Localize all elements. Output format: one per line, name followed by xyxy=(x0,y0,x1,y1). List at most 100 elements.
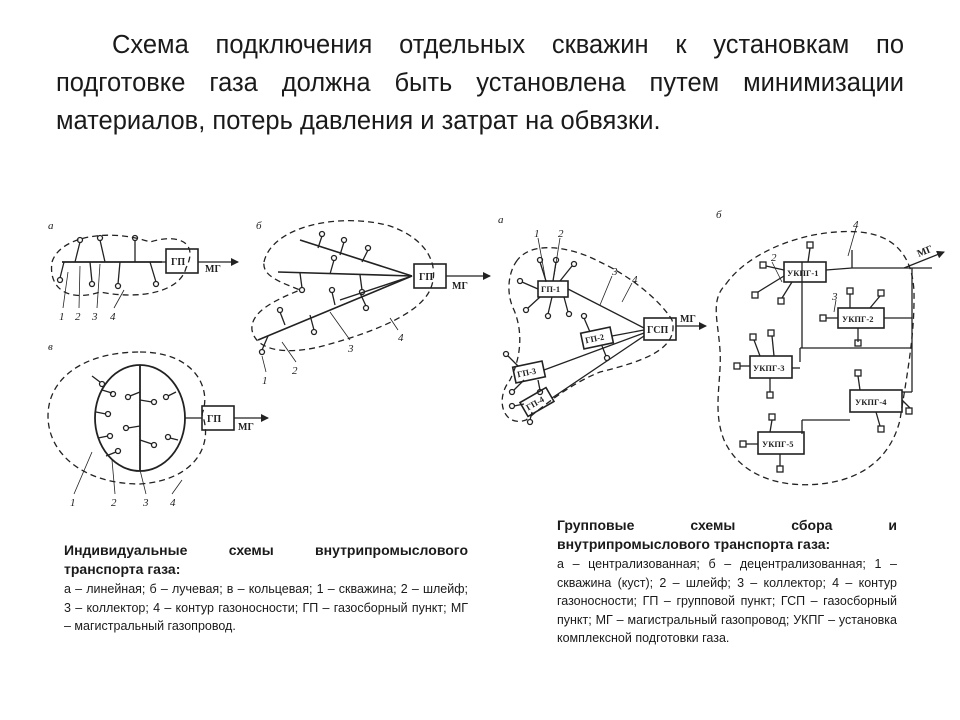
leader-line xyxy=(553,237,561,277)
ukpg3-box xyxy=(749,355,793,379)
caption-title: Групповые схемы сбора и внутрипромыслово… xyxy=(557,517,897,552)
collector xyxy=(543,332,645,371)
label-4: 4 xyxy=(853,219,859,231)
gp1-label: ГП-1 xyxy=(541,284,560,294)
gp3-label: ГП-3 xyxy=(516,366,537,380)
well xyxy=(56,276,64,284)
well xyxy=(76,236,84,244)
leader-line xyxy=(847,227,857,257)
ukpg1-box xyxy=(783,261,827,283)
label-1: 1 xyxy=(262,375,268,387)
caption-text: а – централизованная; б – децентрализова… xyxy=(557,557,897,645)
label-1: 1 xyxy=(70,497,76,509)
leader-line xyxy=(389,317,399,331)
label-4: 4 xyxy=(398,332,404,344)
label-1: 1 xyxy=(534,228,540,240)
leader-line xyxy=(833,299,837,313)
well xyxy=(96,234,104,242)
gsp-box xyxy=(643,317,677,341)
label-1: 1 xyxy=(59,311,65,323)
gas-contour xyxy=(501,247,674,423)
gp-box xyxy=(165,248,199,274)
label-3: 3 xyxy=(611,266,618,278)
label-3: 3 xyxy=(831,291,838,303)
gp-label: ГП xyxy=(419,272,433,283)
leader-line xyxy=(62,271,69,309)
panel-v-label: в xyxy=(48,341,53,353)
gp4-label: ГП-4 xyxy=(524,394,546,413)
mg-arrow xyxy=(903,250,945,269)
panel-b-decentralized xyxy=(715,227,945,486)
label-4: 4 xyxy=(170,497,176,509)
label-2: 2 xyxy=(771,252,777,264)
leader-line xyxy=(73,451,93,495)
label-4: 4 xyxy=(110,311,116,323)
ukpg2-label: УКПГ-2 xyxy=(842,314,874,324)
panel-b-label: б xyxy=(716,209,722,221)
mg-label: МГ xyxy=(680,314,696,325)
well xyxy=(131,234,139,242)
leader-line xyxy=(599,275,613,306)
panel-a-label: а xyxy=(48,220,54,232)
leader-line xyxy=(171,479,183,495)
leader-line xyxy=(261,355,267,373)
gp3-box xyxy=(511,360,547,384)
gas-contour xyxy=(251,220,435,352)
gas-contour xyxy=(50,234,191,297)
mg-label: МГ xyxy=(452,281,468,292)
collector xyxy=(611,329,645,337)
leader-line xyxy=(281,341,297,363)
label-3: 3 xyxy=(91,311,98,323)
gp4-box xyxy=(518,386,556,418)
leader-line xyxy=(537,237,547,283)
leader-line xyxy=(111,459,116,495)
collector xyxy=(339,275,413,301)
leader-line xyxy=(96,263,101,309)
gp-label: ГП xyxy=(171,257,185,268)
panel-b-radial xyxy=(251,220,491,373)
label-2: 2 xyxy=(292,365,298,377)
leader-line xyxy=(329,311,351,341)
gp-label: ГП xyxy=(207,414,221,425)
collector xyxy=(257,275,413,341)
leader-line xyxy=(771,261,783,283)
well xyxy=(88,280,96,288)
intro-paragraph: Схема подключения отдельных скважин к ус… xyxy=(56,31,904,135)
leader-line xyxy=(139,469,147,495)
caption-title: Индивидуальные схемы внутрипромыслового … xyxy=(64,542,468,577)
panel-a-linear xyxy=(50,234,239,309)
mg-label: МГ xyxy=(916,244,935,260)
label-2: 2 xyxy=(75,311,81,323)
well xyxy=(152,280,160,288)
panel-v-ring xyxy=(47,351,269,495)
leader-line xyxy=(621,282,633,303)
well xyxy=(114,282,122,290)
gas-contour xyxy=(715,230,915,486)
ukpg5-box xyxy=(757,431,805,455)
panel-b-label: б xyxy=(256,220,262,232)
collector xyxy=(567,288,645,329)
gsp-label: ГСП xyxy=(647,325,668,336)
label-2: 2 xyxy=(558,228,564,240)
mg-label: МГ xyxy=(205,264,221,275)
ukpg1-label: УКПГ-1 xyxy=(787,268,819,278)
ukpg4-label: УКПГ-4 xyxy=(855,397,887,407)
label-4: 4 xyxy=(632,274,638,286)
ukpg5-label: УКПГ-5 xyxy=(762,439,794,449)
collector xyxy=(277,271,413,277)
leader-line xyxy=(78,265,81,309)
leader-line xyxy=(113,289,125,309)
mg-label: МГ xyxy=(238,422,254,433)
panel-a-centralized xyxy=(501,237,707,426)
panel-a-label: а xyxy=(498,214,504,226)
collector xyxy=(551,335,645,399)
flowline xyxy=(74,241,81,263)
label-3: 3 xyxy=(347,343,354,355)
caption-text: а – линейная; б – лучевая; в – кольцевая… xyxy=(64,582,468,633)
caption-individual-schemes: Индивидуальные схемы внутрипромыслового … xyxy=(64,541,468,636)
gp2-box xyxy=(579,326,615,350)
label-2: 2 xyxy=(111,497,117,509)
ukpg3-label: УКПГ-3 xyxy=(753,363,785,373)
